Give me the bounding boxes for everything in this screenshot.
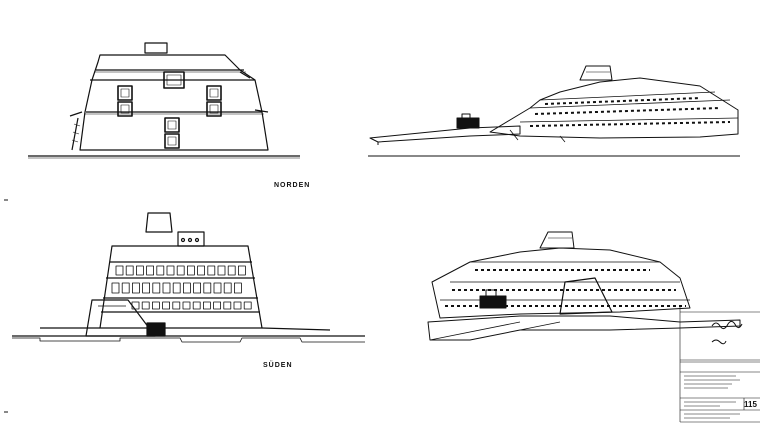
south-window bbox=[193, 282, 202, 294]
title-block-frame bbox=[679, 306, 760, 423]
south-window-grid bbox=[111, 265, 252, 310]
south-window bbox=[217, 265, 226, 276]
sheet-number: 115 bbox=[744, 400, 757, 409]
south-window bbox=[142, 282, 151, 294]
south-window bbox=[156, 265, 165, 276]
south-window bbox=[131, 282, 140, 294]
south-window bbox=[172, 282, 181, 294]
south-window bbox=[125, 265, 134, 276]
south-window bbox=[182, 282, 191, 294]
label-south: SÜDEN bbox=[263, 362, 293, 369]
south-window bbox=[152, 282, 161, 294]
south-window bbox=[176, 265, 185, 276]
south-window bbox=[135, 265, 144, 276]
south-window bbox=[202, 301, 211, 310]
south-window bbox=[182, 301, 191, 310]
south-window bbox=[213, 301, 222, 310]
south-window bbox=[131, 301, 140, 310]
south-window bbox=[213, 282, 222, 294]
north-perspective bbox=[368, 65, 740, 157]
south-window bbox=[166, 265, 175, 276]
south-window bbox=[172, 301, 181, 310]
south-window bbox=[197, 265, 206, 276]
south-window bbox=[141, 301, 150, 310]
south-window bbox=[223, 301, 232, 310]
south-window bbox=[233, 301, 242, 310]
edge-markers bbox=[4, 199, 8, 413]
south-perspective bbox=[427, 231, 741, 341]
south-window bbox=[115, 265, 124, 276]
south-window bbox=[237, 265, 246, 276]
label-north: NORDEN bbox=[274, 182, 311, 189]
south-window bbox=[111, 282, 120, 294]
south-window bbox=[207, 265, 216, 276]
north-elevation bbox=[28, 42, 300, 159]
south-window bbox=[146, 265, 155, 276]
south-window bbox=[121, 282, 130, 294]
south-window bbox=[151, 301, 160, 310]
south-window bbox=[162, 282, 171, 294]
south-window bbox=[162, 301, 171, 310]
south-window bbox=[227, 265, 236, 276]
south-window bbox=[243, 301, 252, 310]
south-window bbox=[223, 282, 232, 294]
south-elevation bbox=[12, 212, 365, 343]
south-window bbox=[186, 265, 195, 276]
south-window bbox=[233, 282, 242, 294]
south-window bbox=[192, 301, 201, 310]
south-window bbox=[203, 282, 212, 294]
